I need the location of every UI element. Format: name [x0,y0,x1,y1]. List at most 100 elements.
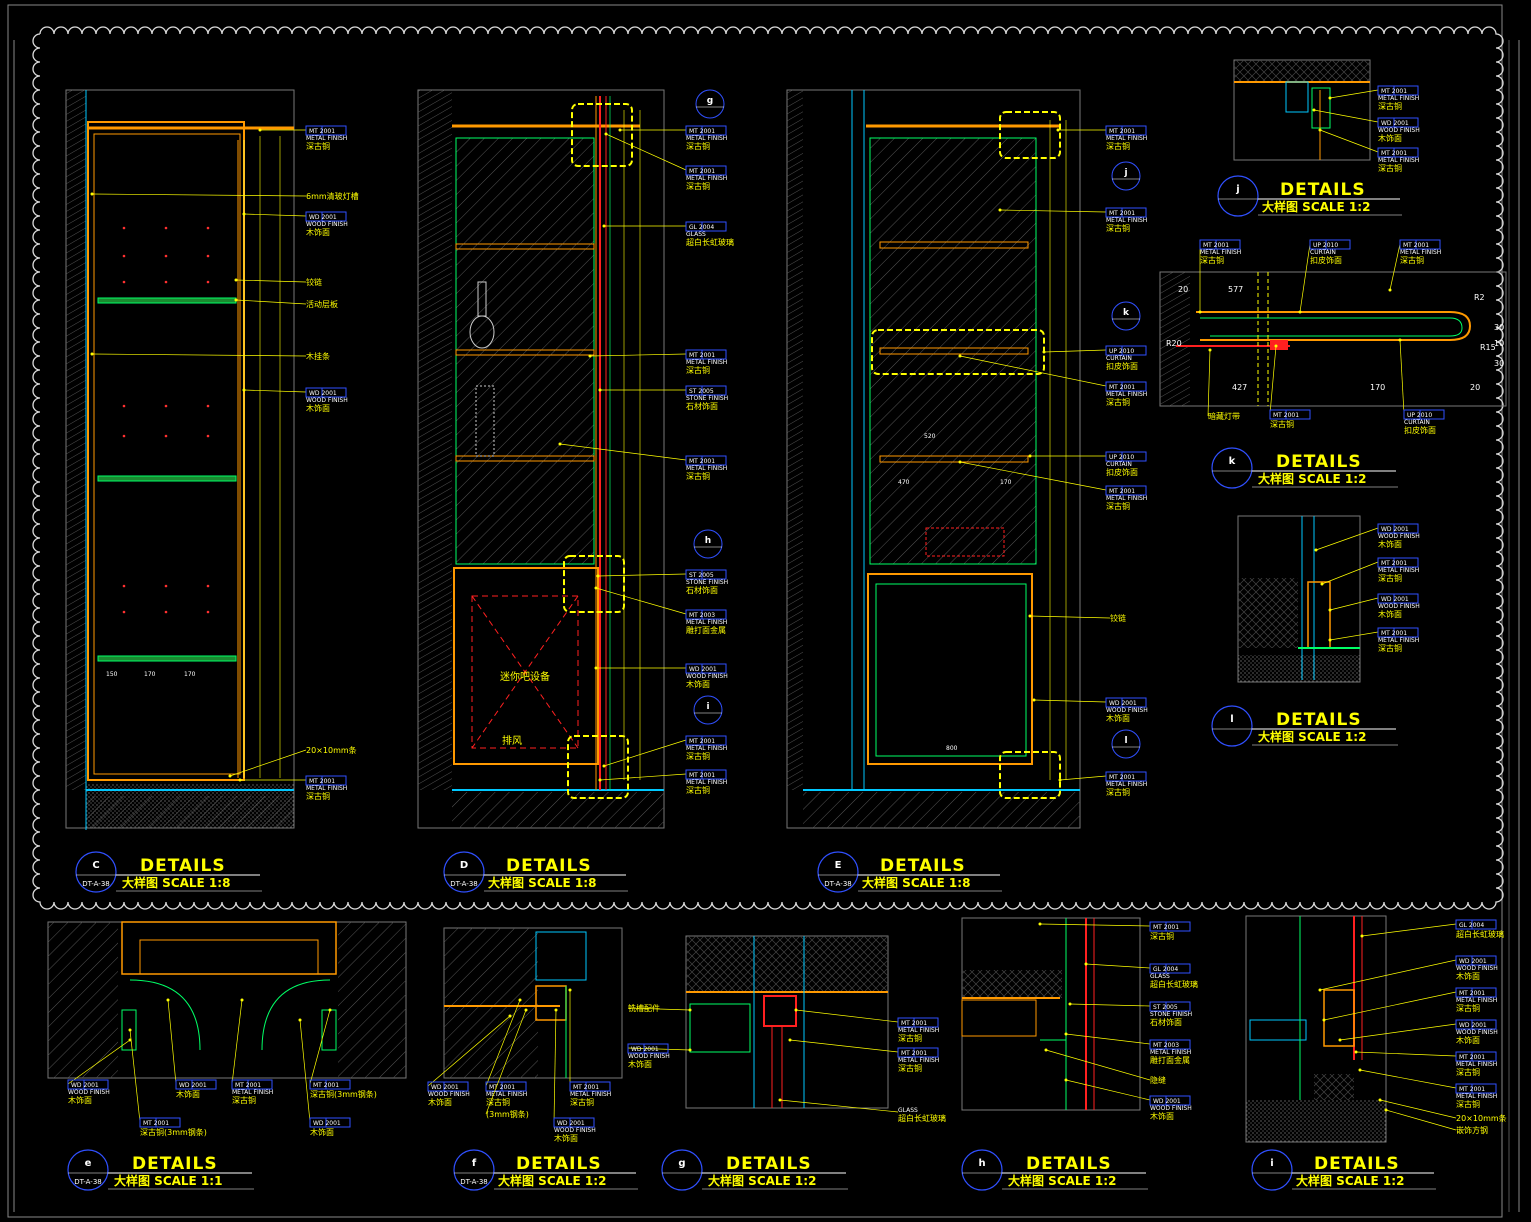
finish-cn: 深古铜 [1106,501,1130,511]
finish-code: MT 2001 [1109,210,1135,217]
finish-cn: 嵌饰方钢 [1456,1125,1488,1135]
finish-cn: 超白长虹玻璃 [898,1113,946,1123]
finish-en: STONE FINISH [686,579,728,586]
finish-cn: 深古铜 [306,791,330,801]
finish-en: METAL FINISH [686,135,727,142]
dim-text: 20 [1178,285,1188,294]
finish-code: MT 2001 [1203,242,1229,249]
finish-cn: 扣皮饰面 [1106,467,1138,477]
finish-code: UP 2010 [1109,348,1134,355]
finish-cn: 隐缝 [1150,1075,1166,1085]
sheet-code: DT-A-38 [460,1178,487,1186]
finish-en: WOOD FINISH [1150,1105,1192,1112]
finish-cn: 扣皮饰面 [1106,361,1138,371]
dim-text: 520 [924,433,936,440]
finish-cn: 石材饰面 [686,401,718,411]
details-heading: DETAILS [1276,710,1362,730]
callout: 20×10mm条 [228,745,357,778]
finish-en: CURTAIN [1404,419,1430,426]
finish-code: WD 2001 [1459,1022,1487,1029]
dim-text: 170 [1370,383,1385,392]
finish-code: MT 2001 [689,352,715,359]
finish-code: MT 2001 [1459,1054,1485,1061]
detail-reference-bubble: l [1111,729,1141,759]
finish-cn: 深古铜 [306,141,330,151]
dim-text: 10 [1494,339,1504,348]
finish-code: MT 2001 [1459,1086,1485,1093]
detail-k-drawing [1159,271,1507,407]
dim-text: 170 [1000,479,1012,486]
finish-code: UP 2010 [1109,454,1134,461]
finish-cn: 深古铜 [686,141,710,151]
finish-en: WOOD FINISH [428,1091,470,1098]
finish-cn: 深古铜 [686,181,710,191]
finish-cn: 石材饰面 [686,585,718,595]
details-subtitle: 大样图 SCALE 1:8 [862,875,970,890]
finish-code: MT 2001 [901,1050,927,1057]
dim-text: 30 [1494,359,1504,368]
bubble-tag: g [707,96,713,106]
finish-code: MT 2001 [1459,990,1485,997]
finish-code: UP 2010 [1313,242,1338,249]
finish-cn: 扣皮饰面 [1310,255,1342,265]
finish-code: MT 2001 [689,772,715,779]
finish-cn: 木饰面 [176,1089,200,1099]
finish-code: MT 2001 [1109,488,1135,495]
sheet-code: DT-A-38 [450,880,477,888]
finish-cn: 铰链 [306,277,322,287]
finish-cn: 雕打面金属 [686,625,726,635]
sheet-code: DT-A-38 [82,880,109,888]
finish-cn: 超白长虹玻璃 [686,237,734,247]
detail-tag: g [678,1158,685,1169]
finish-en: WOOD FINISH [68,1089,110,1096]
detail-reference-bubble: g [695,89,725,119]
detail-tag: D [460,860,468,871]
finish-en: METAL FINISH [1200,249,1241,256]
finish-code: WD 2001 [689,666,717,673]
details-heading: DETAILS [1276,452,1362,472]
finish-code: MT 2001 [235,1082,261,1089]
bubble-tag: i [706,702,709,712]
dim-text: R2 [1474,293,1485,302]
finish-code: WD 2001 [1459,958,1487,965]
finish-code: WD 2001 [1381,526,1409,533]
details-heading: DETAILS [880,856,966,876]
finish-code: MT 2001 [1381,630,1407,637]
finish-code: MT 2001 [1109,774,1135,781]
finish-cn: 深古铜 [1200,255,1224,265]
finish-en: METAL FINISH [1106,217,1147,224]
detail-tag: j [1235,184,1239,195]
dim-text: 170 [144,671,156,678]
finish-en: GLASS [1150,973,1170,980]
callout: 铰链 [234,277,322,287]
finish-en: WOOD FINISH [306,397,348,404]
finish-code: GL 2004 [1153,966,1178,973]
details-heading: DETAILS [506,856,592,876]
finish-en: WOOD FINISH [1378,603,1420,610]
callout: 铰链 [1028,613,1126,623]
revision-cloud [32,26,1504,910]
